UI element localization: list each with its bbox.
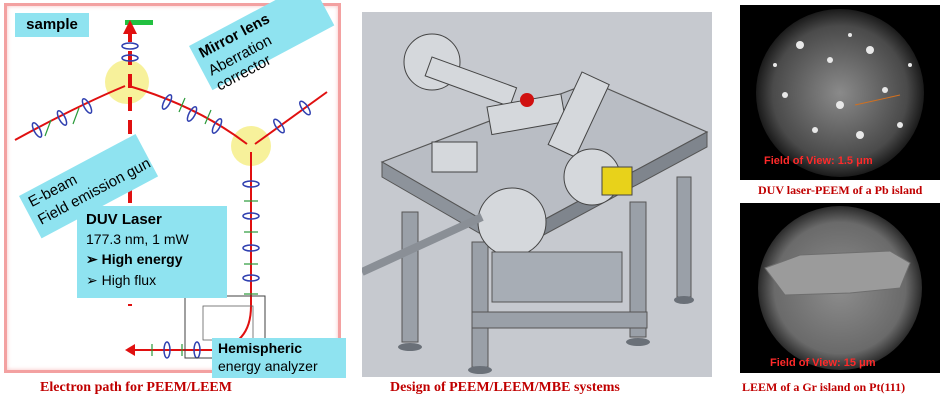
bright-spots: [773, 33, 912, 139]
beam-to-mirror: [254, 91, 328, 145]
bullet-high-energy: ➢ High energy: [86, 251, 183, 267]
caption-gr-island: LEEM of a Gr island on Pt(111): [742, 380, 906, 394]
peem-pb-island-image: Field of View: 1.5 μm: [740, 5, 940, 180]
bullet-high-flux: ➢ High flux: [86, 272, 157, 288]
corrector-hub: [231, 126, 271, 166]
lower-chamber: [491, 251, 623, 303]
graphene-island: [764, 250, 911, 296]
hemispheric-text: Hemispheric: [218, 340, 303, 356]
analyzer-arrowhead: [125, 344, 135, 356]
top-field-of-view: Field of View: 1.5 μm: [764, 155, 873, 167]
sample-label: sample: [15, 13, 89, 37]
red-valve-knob: [520, 93, 534, 107]
caption-pb-island: DUV laser-PEEM of a Pb island: [758, 183, 923, 197]
energy-analyzer-text: energy analyzer: [218, 358, 318, 374]
vacuum-chambers: [403, 33, 621, 257]
yellow-manipulator: [601, 166, 633, 196]
caption-design: Design of PEEM/LEEM/MBE systems: [390, 380, 620, 395]
duv-laser-title: DUV Laser: [86, 211, 162, 228]
electron-path-diagram: sample Mirror lens Aberration corrector …: [4, 0, 346, 378]
beam-to-corrector: [128, 85, 248, 145]
sample-plate: [125, 20, 153, 25]
corrector-arm-lenses: [161, 94, 311, 134]
feet: [398, 296, 694, 374]
duv-laser-spec: 177.3 nm, 1 mW: [86, 231, 189, 247]
deflector-marks: [44, 97, 258, 356]
leem-image-drawing: [758, 206, 922, 370]
design-drawing: [360, 33, 709, 374]
system-design-render: [360, 12, 712, 377]
transfer-rod: [360, 213, 484, 276]
beam-separator-hub: [105, 60, 149, 104]
leem-gr-island-image: Field of View: 15 μm: [740, 203, 940, 373]
bottom-field-of-view: Field of View: 15 μm: [770, 357, 876, 369]
profile-line: [854, 94, 901, 106]
laser-arrowhead: [123, 20, 137, 34]
hemispheric-analyzer-label: Hemispheric energy analyzer: [212, 338, 346, 378]
caption-electron-path: Electron path for PEEM/LEEM: [40, 380, 232, 395]
peem-image-drawing: [756, 9, 924, 177]
beam-from-gun: [14, 85, 126, 141]
gun-arm-lenses: [31, 98, 93, 138]
analyzer-inner: [202, 305, 254, 341]
duv-laser-box: DUV Laser 177.3 nm, 1 mW ➢ High energy ➢…: [77, 206, 227, 298]
peem-field: [756, 9, 924, 177]
